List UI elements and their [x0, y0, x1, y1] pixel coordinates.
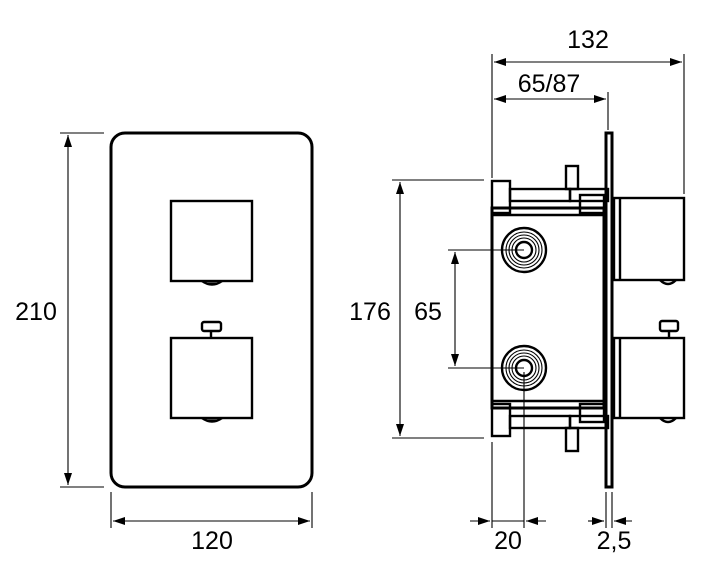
label-front-height: 210: [15, 298, 57, 326]
label-port-spacing: 65: [414, 298, 442, 326]
dimension-plate-thickness: [588, 492, 632, 528]
valve-body: [490, 206, 606, 410]
label-front-width: 120: [191, 527, 233, 555]
label-plate-thickness: 2,5: [597, 527, 632, 555]
lower-handle: [169, 320, 254, 423]
dimension-port-spacing: [448, 249, 524, 369]
dimension-body-depth: [494, 92, 609, 130]
upper-handle: [169, 199, 254, 286]
dimension-body-height: [392, 179, 484, 439]
front-view: 210 120: [15, 131, 314, 555]
side-upper-handle: [612, 196, 686, 286]
label-body-depth: 65/87: [518, 70, 581, 98]
label-total-depth: 132: [567, 26, 609, 54]
top-mounting-lugs: [490, 164, 610, 215]
dimension-front-height: [60, 132, 104, 488]
side-cover-plate: [604, 131, 614, 489]
dimension-total-depth: [491, 54, 685, 194]
bottom-mounting-lugs: [490, 402, 610, 453]
label-port-offset: 20: [494, 527, 522, 555]
dimension-port-offset: [470, 372, 546, 528]
front-cover-plate: [109, 131, 314, 489]
dimension-front-width: [110, 492, 313, 528]
side-lower-handle: [612, 319, 686, 424]
side-view: 176 65 132 65/87 20: [349, 26, 686, 555]
label-body-height: 176: [349, 298, 391, 326]
